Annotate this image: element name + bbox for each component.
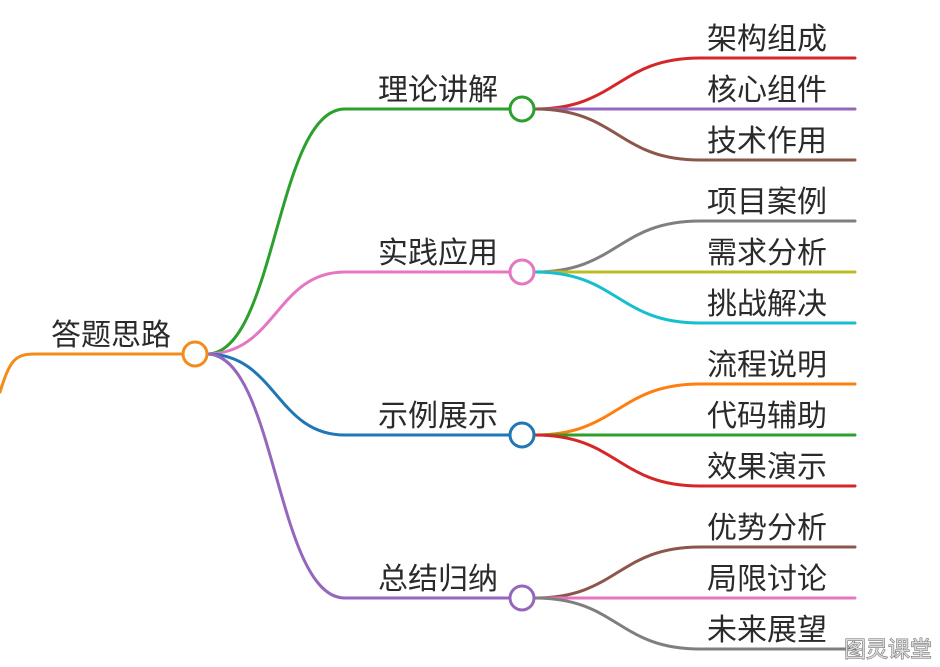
leaf-label: 优势分析 bbox=[707, 511, 827, 546]
leaf-label: 技术作用 bbox=[707, 124, 827, 159]
branch-label: 总结归纳 bbox=[378, 562, 498, 597]
leaf-label: 挑战解决 bbox=[707, 287, 827, 322]
root-label: 答题思路 bbox=[51, 318, 171, 353]
leaf-label: 核心组件 bbox=[707, 73, 827, 108]
watermark: 图灵课堂 bbox=[844, 638, 932, 663]
leaf-connector bbox=[533, 545, 857, 600]
leaf-label: 代码辅助 bbox=[707, 399, 827, 434]
branch-node[interactable] bbox=[508, 258, 536, 286]
leaf-label: 需求分析 bbox=[707, 236, 827, 271]
branch-label: 理论讲解 bbox=[378, 73, 498, 108]
branch-label: 示例展示 bbox=[378, 399, 498, 434]
branch-connector bbox=[205, 352, 511, 600]
node-layer bbox=[181, 95, 536, 612]
leaf-connector bbox=[533, 596, 857, 651]
leaf-connector bbox=[533, 270, 857, 325]
leaf-connector bbox=[533, 382, 857, 437]
leaf-connector bbox=[533, 56, 857, 111]
leaf-connector bbox=[533, 107, 857, 162]
leaf-connector bbox=[533, 219, 857, 274]
connector-layer bbox=[0, 56, 857, 651]
root-node[interactable] bbox=[181, 340, 209, 368]
branch-label: 实践应用 bbox=[378, 236, 498, 271]
leaf-connector bbox=[533, 433, 857, 488]
leaf-label: 项目案例 bbox=[707, 185, 827, 220]
root-underline bbox=[0, 352, 183, 394]
leaf-label: 效果演示 bbox=[707, 450, 827, 485]
branch-connector bbox=[205, 107, 511, 356]
leaf-label: 未来展望 bbox=[707, 613, 827, 648]
leaf-label: 局限讨论 bbox=[707, 562, 827, 597]
branch-connector bbox=[205, 270, 511, 356]
leaf-label: 流程说明 bbox=[707, 348, 827, 383]
branch-node[interactable] bbox=[508, 421, 536, 449]
leaf-label: 架构组成 bbox=[707, 22, 827, 57]
branch-node[interactable] bbox=[508, 584, 536, 612]
branch-connector bbox=[205, 352, 511, 437]
branch-node[interactable] bbox=[508, 95, 536, 123]
